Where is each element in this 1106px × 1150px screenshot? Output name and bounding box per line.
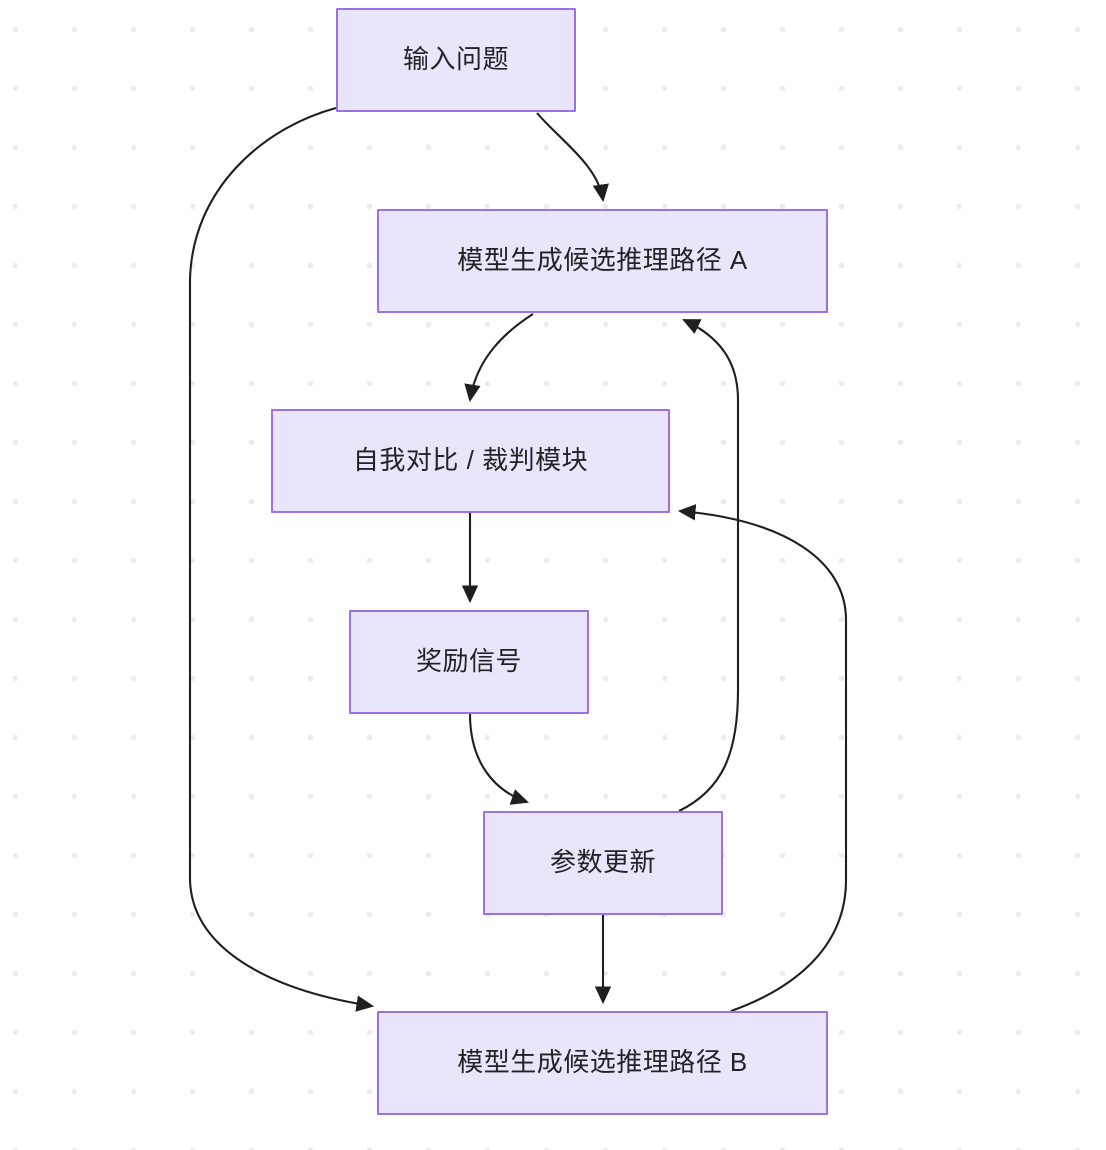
node-path-b-label: 模型生成候选推理路径 B — [457, 1047, 748, 1078]
node-path-b[interactable]: 模型生成候选推理路径 B — [377, 1011, 828, 1115]
node-path-a-label: 模型生成候选推理路径 A — [457, 245, 748, 276]
node-path-a[interactable]: 模型生成候选推理路径 A — [377, 209, 828, 313]
edge-update-to-pathA — [678, 319, 740, 812]
node-reward[interactable]: 奖励信号 — [349, 610, 589, 714]
edge-input-to-pathB — [188, 106, 375, 1012]
node-input[interactable]: 输入问题 — [336, 8, 576, 112]
node-update[interactable]: 参数更新 — [483, 811, 723, 915]
node-reward-label: 奖励信号 — [415, 646, 522, 677]
node-update-label: 参数更新 — [549, 847, 656, 878]
edge-pathB-to-judge — [677, 504, 848, 1012]
node-input-label: 输入问题 — [402, 44, 509, 75]
edge-input-to-pathA — [536, 112, 609, 203]
node-judge[interactable]: 自我对比 / 裁判模块 — [271, 409, 670, 513]
node-judge-label: 自我对比 / 裁判模块 — [352, 445, 589, 476]
edge-reward-to-update — [468, 713, 529, 805]
edge-pathA-to-judge — [464, 313, 534, 403]
